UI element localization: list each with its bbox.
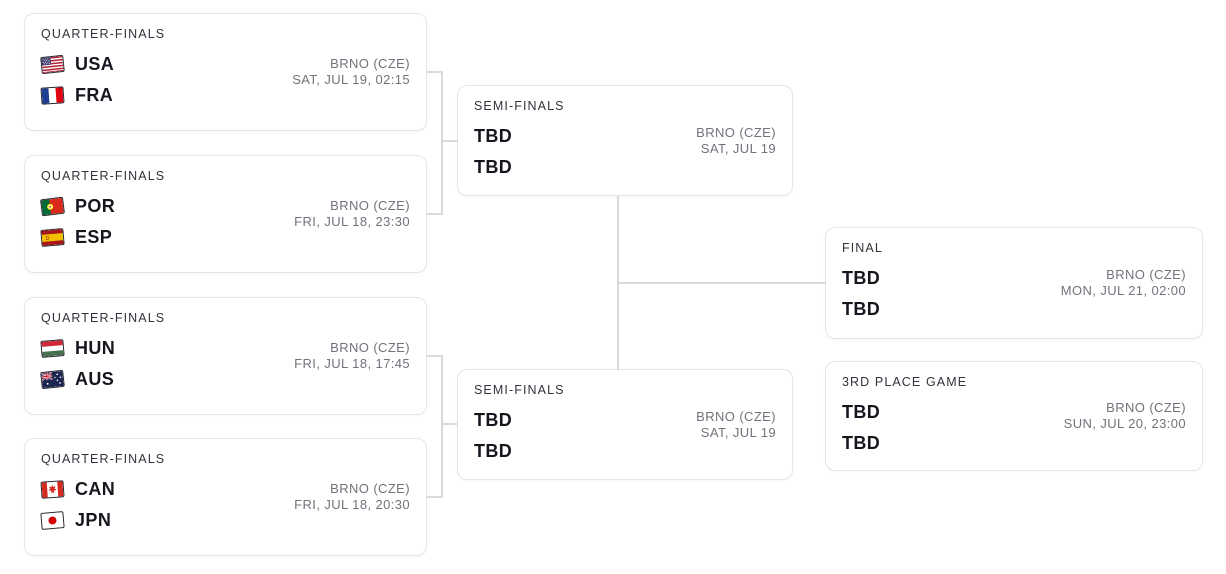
match-datetime: FRI, JUL 18, 23:30 [294,214,410,229]
match-venue: BRNO (CZE) [330,340,410,355]
team-name: CAN [75,479,116,499]
team-name: TBD [842,433,881,453]
spain-flag-icon [40,228,65,247]
match-datetime: SAT, JUL 19 [700,424,776,440]
team-name: HUN [75,338,116,358]
connector-qf1-stub [427,71,443,73]
match-card-quarterfinal-4[interactable]: QUARTER-FINALS CAN JPN BRNO (CZE) FRI, J… [24,438,427,556]
team-row: TBD [842,429,1186,458]
connector-qf2-stub [427,213,443,215]
connector-qf12-vertical [441,71,443,215]
team-row: TBD [474,122,776,151]
match-datetime: FRI, JUL 18, 17:45 [294,356,410,371]
round-label: SEMI-FINALS [474,99,565,113]
team-name: TBD [842,402,881,422]
match-venue: BRNO (CZE) [330,56,410,71]
match-meta: BRNO (CZE) SAT, JUL 19, 02:15 [292,56,410,88]
match-venue: BRNO (CZE) [330,198,410,213]
match-meta: BRNO (CZE) FRI, JUL 18, 20:30 [294,481,410,513]
match-datetime: SUN, JUL 20, 23:00 [1063,416,1186,431]
team-name: TBD [474,157,513,177]
team-row: FRA [40,81,410,110]
team-row: TBD [842,264,1186,293]
round-label: QUARTER-FINALS [41,311,166,325]
team-name: TBD [474,441,513,461]
round-label: FINAL [842,241,883,255]
team-name: TBD [474,410,513,430]
match-card-quarterfinal-2[interactable]: QUARTER-FINALS POR ESP BRNO (CZE) FRI, J… [24,155,427,273]
match-venue: BRNO (CZE) [1106,267,1186,282]
match-card-quarterfinal-3[interactable]: QUARTER-FINALS HUN AUS BRNO (CZE) FRI, J… [24,297,427,415]
team-row: TBD [474,153,776,182]
canada-flag-icon [40,480,65,499]
round-label: QUARTER-FINALS [41,27,166,41]
round-label: 3RD PLACE GAME [842,375,968,389]
match-datetime: SAT, JUL 19, 02:15 [292,72,410,87]
match-venue: BRNO (CZE) [330,481,410,496]
team-row: TBD [842,295,1186,324]
team-name: USA [75,54,115,74]
team-row: AUS [40,365,410,394]
connector-sf1-in [441,140,457,142]
match-meta: BRNO (CZE) SAT, JUL 19 [696,125,776,157]
connector-sf2-in [441,423,457,425]
match-meta: BRNO (CZE) MON, JUL 21, 02:00 [1061,267,1186,299]
team-row: POR [40,192,410,221]
france-flag-icon [40,86,65,105]
team-name: FRA [75,85,114,105]
team-name: AUS [75,369,115,389]
match-card-third-place[interactable]: 3RD PLACE GAME TBD TBD BRNO (CZE) SUN, J… [825,361,1203,471]
team-row: JPN [40,506,410,535]
team-name: POR [75,196,116,216]
team-row: CAN [40,475,410,504]
team-name: TBD [842,299,881,319]
match-meta: BRNO (CZE) FRI, JUL 18, 23:30 [294,198,410,230]
japan-flag-icon [40,511,65,530]
team-row: TBD [842,398,1186,427]
team-name: ESP [75,227,113,247]
match-meta: BRNO (CZE) SAT, JUL 19 [696,409,776,441]
match-venue: BRNO (CZE) [696,124,776,140]
match-meta: BRNO (CZE) FRI, JUL 18, 17:45 [294,340,410,372]
match-venue: BRNO (CZE) [696,408,776,424]
round-label: SEMI-FINALS [474,383,565,397]
match-card-quarterfinal-1[interactable]: QUARTER-FINALS USA FRA BRNO (CZE) SAT, J… [24,13,427,131]
round-label: QUARTER-FINALS [41,452,166,466]
connector-qf4-stub [427,496,443,498]
connector-final-in [617,282,826,284]
match-meta: BRNO (CZE) SUN, JUL 20, 23:00 [1064,400,1186,432]
match-card-semifinal-1[interactable]: SEMI-FINALS TBD TBD BRNO (CZE) SAT, JUL … [457,85,793,196]
team-row: USA [40,50,410,79]
team-row: TBD [474,437,776,466]
team-row: TBD [474,406,776,435]
match-datetime: MON, JUL 21, 02:00 [1060,283,1186,298]
connector-qf3-stub [427,355,443,357]
portugal-flag-icon [40,196,65,217]
australia-flag-icon [40,369,65,390]
hungary-flag-icon [40,339,65,358]
match-datetime: FRI, JUL 18, 20:30 [294,497,410,512]
team-name: TBD [474,126,513,146]
team-row: ESP [40,223,410,252]
match-card-semifinal-2[interactable]: SEMI-FINALS TBD TBD BRNO (CZE) SAT, JUL … [457,369,793,480]
match-venue: BRNO (CZE) [1106,400,1186,415]
connector-qf34-vertical [441,355,443,498]
round-label: QUARTER-FINALS [41,169,166,183]
team-name: TBD [842,268,881,288]
usa-flag-icon [40,54,65,75]
match-card-final[interactable]: FINAL TBD TBD BRNO (CZE) MON, JUL 21, 02… [825,227,1203,339]
team-row: HUN [40,334,410,363]
match-datetime: SAT, JUL 19 [700,140,776,156]
team-name: JPN [75,510,112,530]
